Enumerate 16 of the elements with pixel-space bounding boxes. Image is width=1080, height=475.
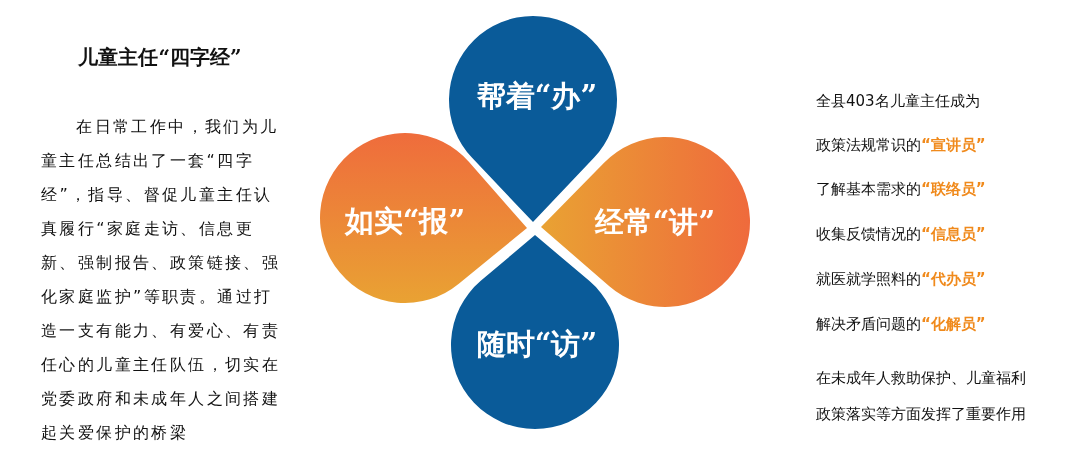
text-line: 解决矛盾问题的“化解员” — [816, 315, 986, 334]
petal-label: 帮着“办” — [476, 78, 598, 115]
petal-label: 经常“讲” — [594, 204, 716, 241]
text-line: 在未成年人救助保护、儿童福利政策落实等方面发挥了重要作用 — [816, 368, 1027, 425]
text-line: 收集反馈情况的“信息员” — [816, 225, 986, 244]
text-line: 就医就学照料的“代办员” — [816, 270, 986, 289]
heading: 儿童主任“四字经” — [77, 44, 243, 71]
text-line: 了解基本需求的“联络员” — [816, 180, 986, 199]
petal-shape — [451, 235, 619, 429]
petal-shape — [320, 133, 527, 303]
petal-shape — [541, 137, 750, 307]
petal-label: 如实“报” — [344, 203, 466, 240]
petal-label: 随时“访” — [476, 326, 598, 363]
text-line: 政策法规常识的“宣讲员” — [816, 136, 986, 155]
text-line: 全县403名儿童主任成为 — [816, 92, 980, 111]
paragraph: 在日常工作中，我们为儿童主任总结出了一套“四字经”，指导、督促儿童主任认真履行“家庭走访、信息更新、强制报告、政策链接、强化家庭监护”等职责。通过打造一支有能力、有爱心、有责任心的儿童主任队伍，切实在党委政府和未成年人之间搭建起关爱保护的桥梁 — [41, 116, 282, 444]
